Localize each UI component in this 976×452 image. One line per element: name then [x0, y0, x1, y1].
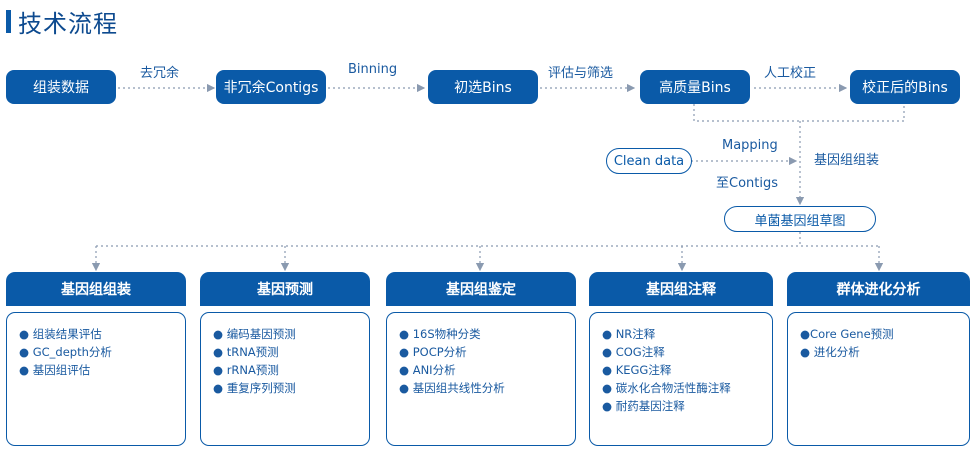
- edge-label-dedup: 去冗余: [140, 66, 180, 81]
- draft-genome-map-node: 单菌基因组草图: [724, 206, 876, 232]
- node-high-quality-bins: 高质量Bins: [640, 70, 750, 104]
- edge-label-binning: Binning: [348, 62, 398, 77]
- list-item: ● 耐药基因注释: [602, 399, 685, 413]
- category-gene-prediction-header: 基因预测: [200, 272, 370, 306]
- list-item: ●Core Gene预测: [800, 327, 894, 341]
- list-item: ● 基因组评估: [19, 363, 91, 377]
- list-item: ● 基因组共线性分析: [399, 381, 505, 395]
- category-genome-assembly-header: 基因组组装: [6, 272, 186, 306]
- list-item: ● NR注释: [602, 327, 656, 341]
- category-genome-annotation-header: 基因组注释: [589, 272, 773, 306]
- list-item: ● ANI分析: [399, 363, 456, 377]
- node-nonredundant-contigs: 非冗余Contigs: [216, 70, 326, 104]
- mapping-label: Mapping: [722, 138, 778, 153]
- category-genome-annotation-box: ● NR注释 ● COG注释 ● KEGG注释 ● 碳水化合物活性酶注释 ● 耐…: [589, 312, 773, 446]
- bins-bracket-line: [693, 104, 905, 122]
- list-item: ● 16S物种分类: [399, 327, 481, 341]
- category-genome-annotation-list: ● NR注释 ● COG注释 ● KEGG注释 ● 碳水化合物活性酶注释 ● 耐…: [602, 325, 772, 415]
- list-item: ● tRNA预测: [213, 345, 279, 359]
- to-contigs-label: 至Contigs: [716, 176, 779, 191]
- category-genome-identification-box: ● 16S物种分类 ● POCP分析 ● ANI分析 ● 基因组共线性分析: [386, 312, 576, 446]
- category-genome-assembly-list: ● 组装结果评估 ● GC_depth分析 ● 基因组评估: [19, 325, 185, 379]
- list-item: ● 组装结果评估: [19, 327, 102, 341]
- list-item: ● COG注释: [602, 345, 665, 359]
- clean-data-node: Clean data: [606, 148, 692, 174]
- list-item: ● 重复序列预测: [213, 381, 296, 395]
- category-population-evolution-header: 群体进化分析: [787, 272, 970, 306]
- edge-label-manual-correction: 人工校正: [764, 66, 817, 81]
- category-population-evolution-box: ●Core Gene预测 ● 进化分析: [787, 312, 970, 446]
- category-genome-identification-list: ● 16S物种分类 ● POCP分析 ● ANI分析 ● 基因组共线性分析: [399, 325, 575, 397]
- category-genome-identification-header: 基因组鉴定: [386, 272, 576, 306]
- title-accent-bar: [6, 10, 11, 33]
- genome-assembly-label: 基因组组装: [814, 153, 880, 168]
- category-gene-prediction-list: ● 编码基因预测 ● tRNA预测 ● rRNA预测 ● 重复序列预测: [213, 325, 369, 397]
- page-title: 技术流程: [18, 10, 118, 38]
- node-corrected-bins: 校正后的Bins: [850, 70, 960, 104]
- node-initial-bins: 初选Bins: [428, 70, 538, 104]
- list-item: ● POCP分析: [399, 345, 467, 359]
- category-population-evolution-list: ●Core Gene预测 ● 进化分析: [800, 325, 969, 361]
- list-item: ● KEGG注释: [602, 363, 672, 377]
- list-item: ● rRNA预测: [213, 363, 279, 377]
- list-item: ● GC_depth分析: [19, 345, 112, 359]
- list-item: ● 进化分析: [800, 345, 860, 359]
- list-item: ● 碳水化合物活性酶注释: [602, 381, 731, 395]
- list-item: ● 编码基因预测: [213, 327, 296, 341]
- category-genome-assembly-box: ● 组装结果评估 ● GC_depth分析 ● 基因组评估: [6, 312, 186, 446]
- node-assembly-data: 组装数据: [6, 70, 116, 104]
- edge-label-evaluate-filter: 评估与筛选: [548, 66, 614, 81]
- category-gene-prediction-box: ● 编码基因预测 ● tRNA预测 ● rRNA预测 ● 重复序列预测: [200, 312, 370, 446]
